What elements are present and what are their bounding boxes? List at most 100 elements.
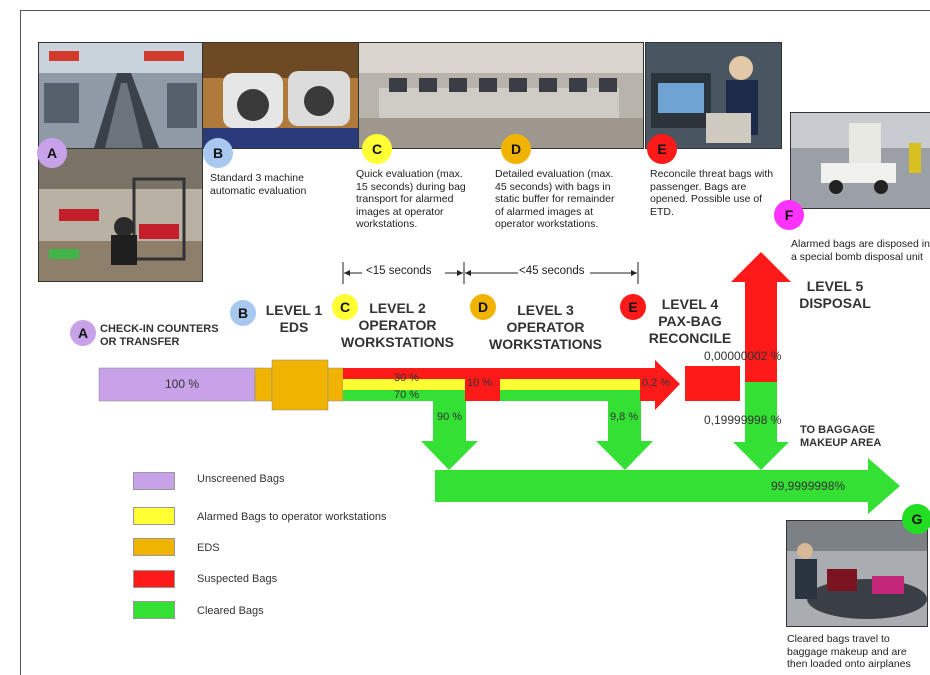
marker-a-level: A — [70, 320, 96, 346]
legend-swatch-cleared — [133, 601, 175, 619]
label-level5-title: LEVEL 5 — [806, 278, 864, 294]
flow-l3-cleared — [500, 390, 640, 401]
legend-label-suspected: Suspected Bags — [197, 573, 278, 585]
desc-level3: Detailed evaluation (max. 45 seconds) wi… — [495, 168, 615, 230]
photo-checkin-hall — [38, 42, 203, 149]
desc-makeup: Cleared bags travel to baggage makeup an… — [787, 633, 911, 670]
legend-swatch-suspected — [133, 570, 175, 588]
label-level4: LEVEL 4 PAX-BAG RECONCILE — [640, 296, 740, 347]
marker-c-top: C — [362, 134, 392, 164]
pct-l2-suspected: 30 % — [394, 372, 420, 384]
flow-l2-alarmed — [343, 379, 465, 390]
marker-g: G — [902, 504, 930, 534]
flow-eds-out — [327, 367, 344, 402]
label-baggage-makeup-text: TO BAGGAGE MAKEUP AREA — [800, 424, 882, 449]
flow-disposal-shaft — [745, 280, 777, 382]
flow-disposal-arrowhead — [731, 252, 791, 282]
label-level3-sub1: OPERATOR — [506, 319, 585, 335]
marker-c-level: C — [332, 294, 358, 320]
marker-d-top: D — [501, 134, 531, 164]
photo-eds-machines — [202, 42, 359, 149]
label-level3: LEVEL 3 OPERATOR WORKSTATIONS — [478, 302, 613, 353]
photo-transfer-cart-image — [39, 149, 202, 281]
pct-l3-buffer: 10 % — [467, 377, 493, 389]
flow-cleared-main — [435, 470, 870, 502]
desc-level2: Quick evaluation (max. 15 seconds) durin… — [356, 168, 466, 230]
photo-disposal-unit-image — [791, 113, 930, 208]
photo-disposal-unit — [790, 112, 930, 209]
legend-swatch-eds — [133, 538, 175, 556]
marker-a-top: A — [37, 138, 67, 168]
flow-l4-cleared-shaft — [745, 382, 777, 442]
flow-l3-suspected — [500, 368, 640, 379]
flow-arrow-to-level4 — [640, 360, 680, 410]
photo-operator-workstations — [358, 42, 644, 149]
label-level1-sub: EDS — [279, 319, 309, 335]
label-baggage-makeup: TO BAGGAGE MAKEUP AREA — [800, 424, 900, 450]
desc-level1: Standard 3 machine automatic evaluation — [210, 172, 307, 197]
pct-total-cleared: 99,9999998% — [771, 479, 846, 493]
flow-l4-cleared-arrowhead — [733, 442, 789, 470]
label-level1: LEVEL 1 EDS — [258, 302, 330, 336]
photo-transfer-cart — [38, 148, 203, 282]
legend-swatch-unscreened — [133, 472, 175, 490]
photo-bag-reconcile — [645, 42, 782, 149]
label-level4-sub1: PAX-BAG — [658, 313, 722, 329]
pct-disposal: 0,00000002 % — [704, 349, 782, 363]
label-level2-sub1: OPERATOR — [358, 317, 437, 333]
frame-left-border — [20, 10, 21, 675]
legend-label-cleared: Cleared Bags — [197, 605, 264, 617]
flow-l3-alarmed — [500, 379, 640, 390]
label-checkin-text: CHECK-IN COUNTERS OR TRANSFER — [100, 323, 219, 348]
flow-eds-in — [254, 367, 273, 402]
timing-brackets — [342, 262, 639, 284]
photo-eds-machines-image — [203, 43, 358, 148]
flow-unscreened — [98, 367, 256, 402]
legend-label-eds: EDS — [197, 542, 220, 554]
timing-15-seconds: <15 seconds — [366, 265, 432, 277]
label-level1-title: LEVEL 1 — [265, 302, 323, 318]
flow-l2-suspected — [343, 368, 465, 379]
photo-baggage-makeup — [786, 520, 928, 627]
pct-l2-cleared: 70 % — [394, 389, 420, 401]
label-level5-sub: DISPOSAL — [799, 295, 871, 311]
label-level5: LEVEL 5 DISPOSAL — [790, 278, 880, 312]
flow-cleared-main-arrowhead — [868, 458, 900, 514]
marker-d-level: D — [470, 294, 496, 320]
marker-b-level: B — [230, 300, 256, 326]
pct-l3-drop: 9,8 % — [610, 411, 639, 423]
photo-bag-reconcile-image — [646, 43, 781, 148]
photo-checkin-hall-image — [39, 43, 202, 148]
photo-baggage-makeup-image — [787, 521, 927, 626]
label-level4-title: LEVEL 4 — [661, 296, 719, 312]
desc-level4: Reconcile threat bags with passenger. Ba… — [650, 168, 774, 218]
flow-l2-drop-shaft — [433, 401, 466, 441]
legend-label-unscreened: Unscreened Bags — [197, 473, 285, 485]
label-level4-sub2: RECONCILE — [648, 330, 732, 346]
pct-l2-drop: 90 % — [437, 411, 463, 423]
marker-e-top: E — [647, 134, 677, 164]
photo-operator-workstations-image — [359, 43, 643, 148]
label-level2: LEVEL 2 OPERATOR WORKSTATIONS — [330, 300, 465, 351]
flow-l3-buffer — [465, 368, 500, 401]
legend-swatch-alarmed — [133, 507, 175, 525]
pct-unscreened: 100 % — [165, 377, 200, 391]
desc-level5: Alarmed bags are disposed in a special b… — [791, 238, 930, 263]
flow-l2-drop-arrowhead — [421, 441, 478, 470]
label-checkin-transfer: CHECK-IN COUNTERS OR TRANSFER — [100, 323, 235, 349]
flow-l3-drop-shaft — [608, 401, 641, 441]
flow-l2-cleared — [343, 390, 465, 401]
marker-f: F — [774, 200, 804, 230]
label-level3-sub2: WORKSTATIONS — [488, 336, 603, 352]
flow-l4-block — [685, 366, 740, 401]
label-level3-title: LEVEL 3 — [517, 302, 574, 318]
legend-label-alarmed: Alarmed Bags to operator workstations — [197, 511, 387, 523]
marker-b-top: B — [203, 138, 233, 168]
frame-top-border — [20, 10, 930, 11]
label-level2-sub2: WORKSTATIONS — [340, 334, 455, 350]
flow-eds-machine — [271, 359, 329, 411]
timing-45-seconds: <45 seconds — [519, 265, 585, 277]
label-level2-title: LEVEL 2 — [369, 300, 426, 316]
pct-l4-cleared: 0,19999998 % — [704, 413, 782, 427]
